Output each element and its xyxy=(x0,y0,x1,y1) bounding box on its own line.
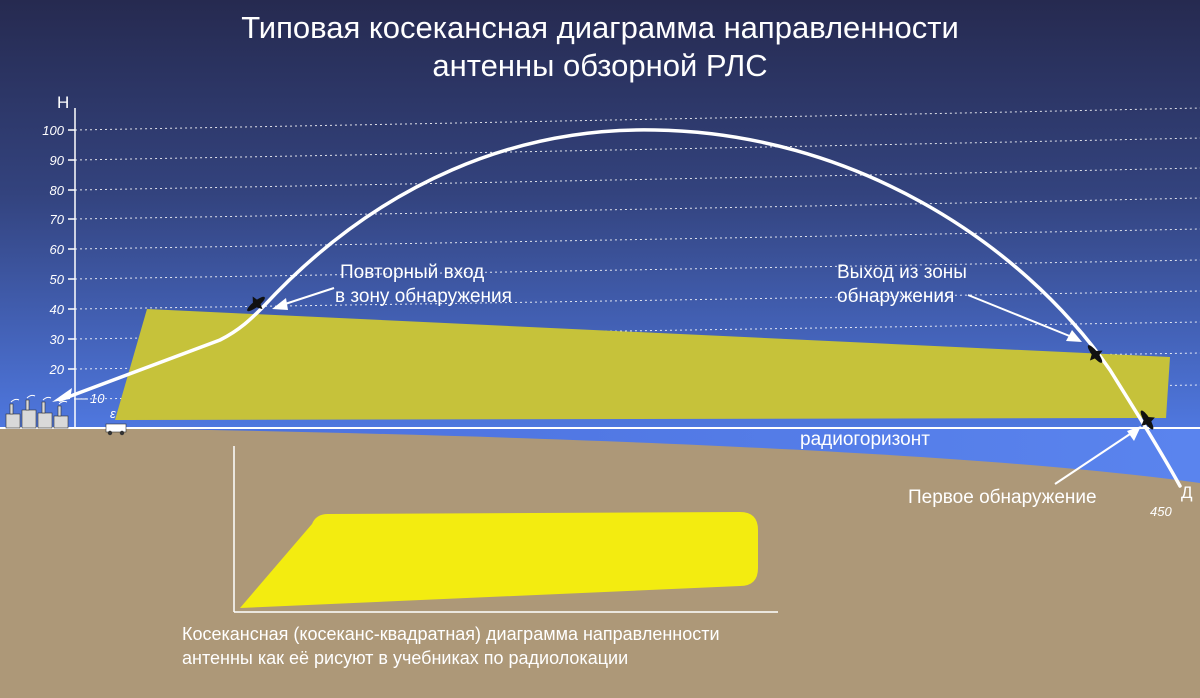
y-axis-label: Н xyxy=(57,93,69,112)
diagram-title-line1: Типовая косекансная диаграмма направленн… xyxy=(241,10,959,45)
earth-curvature-wedge xyxy=(100,428,1200,483)
radar-elevation-marker: ε xyxy=(110,406,116,421)
exit-label-line1: Выход из зоны xyxy=(837,262,967,283)
callout-arrows xyxy=(272,287,1141,485)
caption-line1: Косекансная (косеканс-квадратная) диагра… xyxy=(182,624,720,644)
y-tick-label: 80 xyxy=(50,183,65,198)
altitude-axis xyxy=(68,108,76,428)
factory-smoke xyxy=(10,394,68,405)
y-tick-label: 70 xyxy=(50,212,65,227)
textbook-pattern-shape xyxy=(240,512,758,608)
x-tick-far: 450 xyxy=(1150,504,1172,519)
y-tick-label: 30 xyxy=(50,332,65,347)
aircraft-marker-exit xyxy=(1087,345,1103,363)
y-tick-label: 20 xyxy=(49,362,65,377)
target-trajectory xyxy=(58,128,1182,488)
exit-label-line2: обнаружения xyxy=(837,286,954,307)
y-tick-label: 50 xyxy=(50,272,65,287)
diagram-title-line2: антенны обзорной РЛС xyxy=(432,48,767,83)
reentry-label-line2: в зону обнаружения xyxy=(335,286,512,307)
aircraft-marker-reentry xyxy=(247,296,265,312)
x-axis-label: Д xyxy=(1181,483,1193,502)
textbook-inset xyxy=(233,446,778,613)
factory-icon xyxy=(5,399,69,429)
radio-horizon-label: радиогоризонт xyxy=(800,429,930,450)
low-altitude-label: 10 xyxy=(90,391,105,406)
caption-line2: антенны как её рисуют в учебниках по рад… xyxy=(182,648,628,668)
reentry-label-line1: Повторный вход xyxy=(340,262,484,283)
first-detection-label: Первое обнаружение xyxy=(908,487,1097,508)
y-tick-label: 90 xyxy=(50,153,65,168)
aircraft-marker-first xyxy=(1140,410,1155,430)
radar-station-icon xyxy=(105,423,127,436)
y-tick-label: 60 xyxy=(50,242,65,257)
beam-coverage-zone xyxy=(115,309,1170,420)
trajectory-arrowhead xyxy=(52,388,72,402)
y-tick-label: 40 xyxy=(50,302,65,317)
y-tick-label: 100 xyxy=(42,123,64,138)
